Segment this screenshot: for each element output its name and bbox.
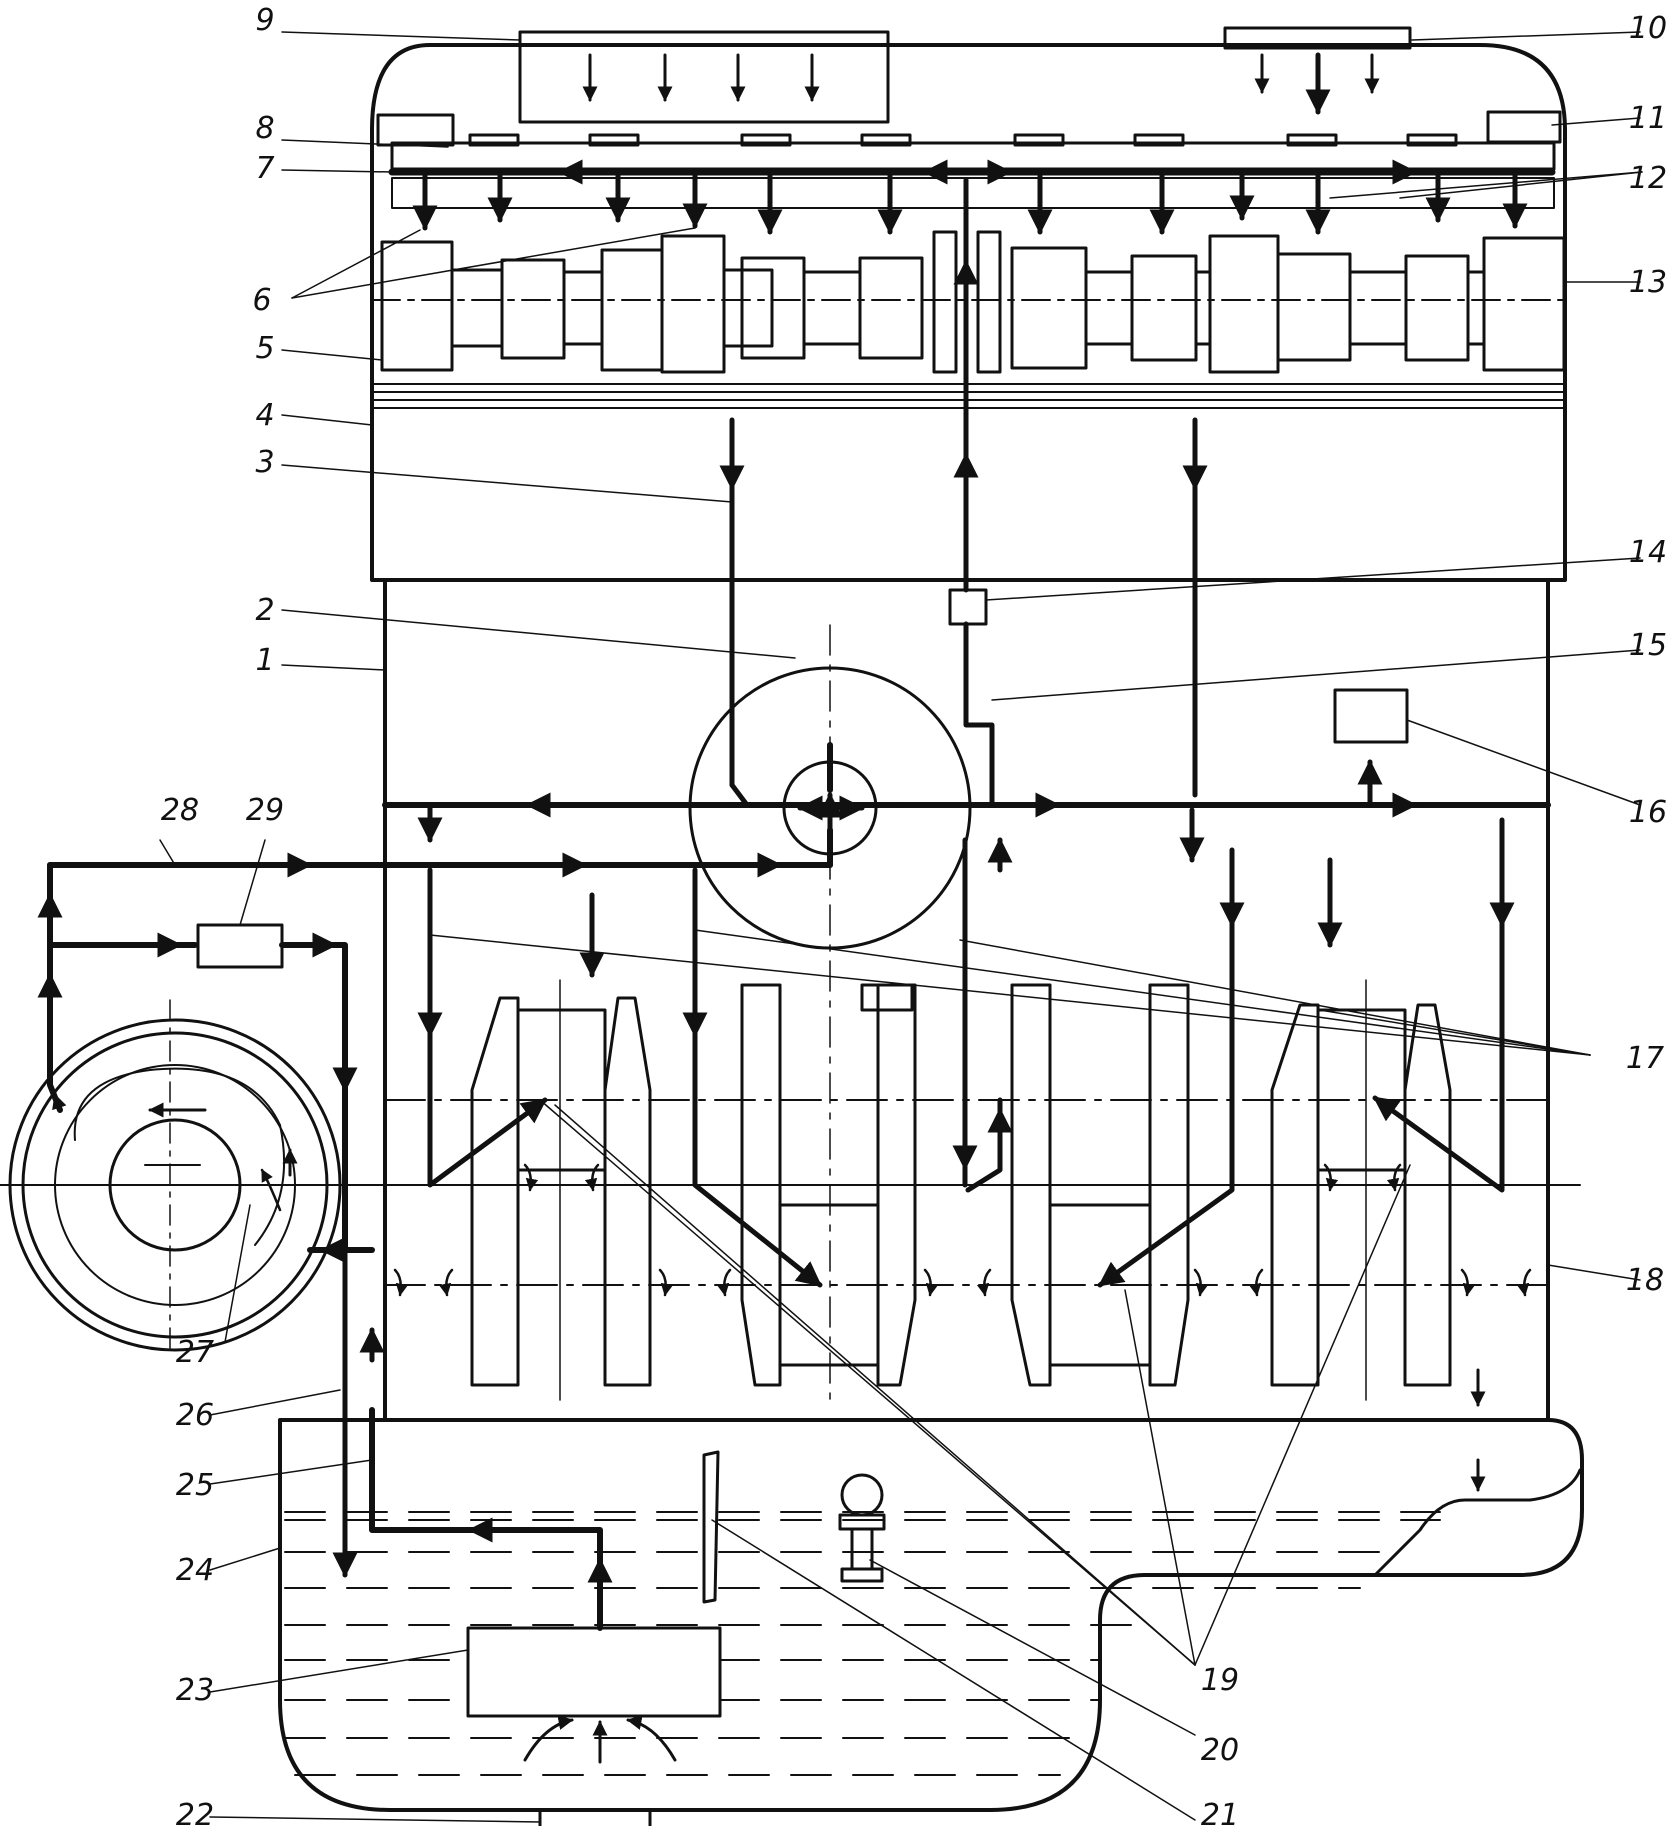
callout-15: 15 — [1629, 628, 1667, 663]
callout-16: 16 — [1629, 795, 1667, 830]
callout-labels: 9 10 8 11 7 12 6 13 5 4 3 14 2 15 1 16 2… — [161, 3, 1667, 1826]
oil-pan — [278, 1418, 1584, 1812]
pressure-valve-29 — [196, 923, 284, 969]
callout-11: 11 — [1629, 101, 1667, 136]
leader-lines — [159, 31, 1643, 1823]
callout-19: 19 — [1201, 1663, 1239, 1698]
callout-26: 26 — [176, 1398, 214, 1433]
filter-14 — [948, 588, 988, 626]
callout-23: 23 — [176, 1673, 214, 1708]
callout-18: 18 — [1626, 1263, 1664, 1298]
head-cover-left-9 — [518, 30, 890, 124]
callout-3: 3 — [255, 445, 274, 480]
callout-6: 6 — [252, 283, 271, 318]
oil-level-lines — [284, 1511, 1441, 1776]
callout-4: 4 — [255, 398, 274, 433]
unit-16 — [1333, 688, 1409, 744]
callout-14: 14 — [1629, 535, 1667, 570]
callout-5: 5 — [255, 331, 274, 366]
dipstick-21 — [702, 1450, 720, 1604]
callout-2: 2 — [255, 593, 274, 628]
camshaft-journals — [380, 230, 1566, 374]
drain-plug-22 — [538, 1808, 652, 1826]
callout-28: 28 — [161, 793, 199, 828]
oil-filter-27 — [8, 1018, 342, 1352]
callout-10: 10 — [1629, 11, 1667, 46]
oil-pump-intake-23 — [466, 1626, 722, 1718]
callout-20: 20 — [1201, 1733, 1239, 1768]
callout-17: 17 — [1626, 1041, 1664, 1076]
head-cover-right-10 — [1223, 26, 1412, 50]
callout-1: 1 — [255, 643, 274, 678]
rocker-shaft — [390, 141, 1556, 171]
callout-12: 12 — [1629, 161, 1667, 196]
callout-7: 7 — [255, 151, 274, 186]
callout-8: 8 — [255, 111, 274, 146]
callout-9: 9 — [255, 3, 274, 38]
crankshaft-webs — [470, 983, 1452, 1387]
callout-22: 22 — [176, 1798, 214, 1826]
oil-line-15 — [963, 621, 995, 808]
callout-13: 13 — [1629, 265, 1667, 300]
callout-21: 21 — [1201, 1798, 1239, 1826]
oil-level-float — [840, 1473, 884, 1517]
callout-24: 24 — [176, 1553, 214, 1588]
callout-25: 25 — [176, 1468, 214, 1503]
callout-29: 29 — [246, 793, 284, 828]
callout-27: 27 — [176, 1335, 214, 1370]
